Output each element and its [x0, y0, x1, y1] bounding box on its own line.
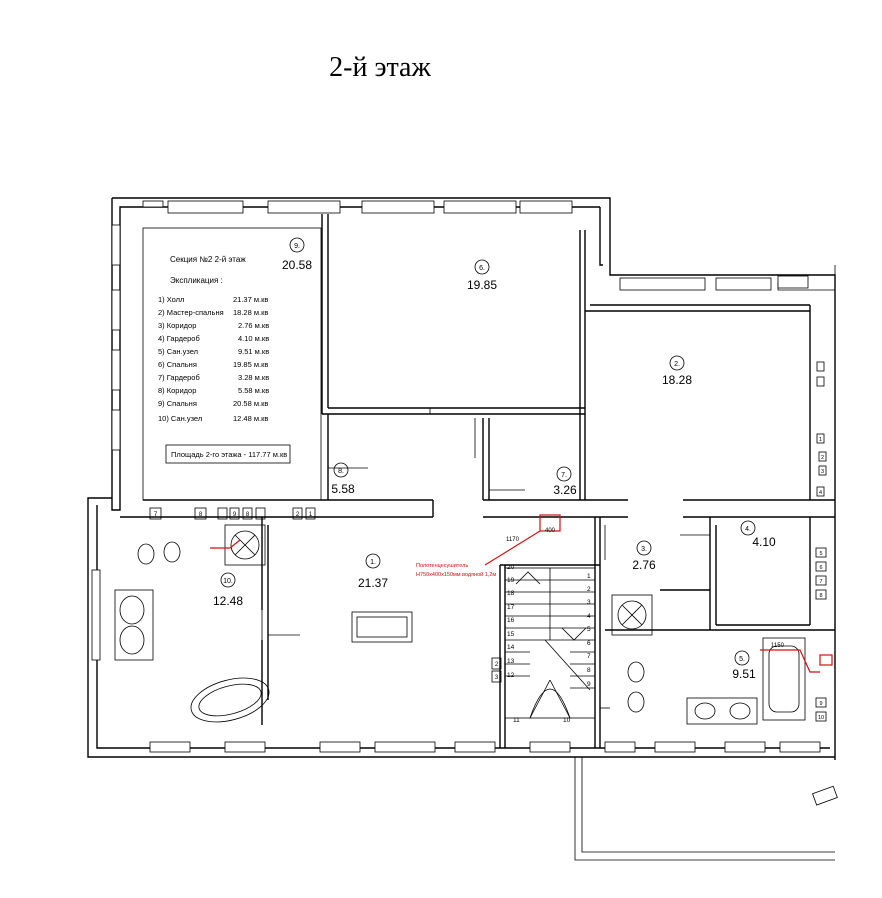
room-number: 10. [223, 578, 233, 585]
legend-row-name: 4) Гардероб [158, 334, 200, 343]
stair-step: 11 [513, 717, 520, 724]
legend-row-area: 19.85 м.кв [233, 360, 268, 369]
room-number: 9. [294, 243, 300, 250]
legend-row-name: 10) Сан.узел [158, 414, 202, 423]
column-mark: 3 [495, 675, 499, 681]
column-mark: 7 [819, 579, 822, 585]
stair-step: 2 [587, 586, 591, 593]
room-number: 7. [561, 472, 567, 479]
legend-row-area: 3.28 м.кв [238, 373, 269, 382]
legend-row-area: 5.58 м.кв [238, 386, 269, 395]
stair-step: 16 [507, 617, 515, 624]
room-number: 6. [479, 265, 485, 272]
column-mark: 7 [154, 512, 158, 518]
staircase [504, 567, 596, 719]
room-number: 2. [674, 361, 680, 368]
dimension-1150: 1150 [771, 643, 785, 649]
room-labels: 1. 21.37 2. 18.28 3. 2.76 4. 4.10 5. 9.5… [213, 237, 776, 681]
room-area: 3.26 [553, 483, 577, 497]
column-mark: 8 [246, 512, 250, 518]
stair-step: 3 [587, 599, 591, 606]
stair-step: 4 [587, 613, 591, 620]
heater-note-line1: Полотенцесушитель [416, 563, 468, 569]
room-area: 19.85 [467, 278, 497, 292]
column-mark: 2 [495, 662, 499, 668]
column-mark: 3 [821, 469, 824, 475]
column-mark: 9 [233, 512, 237, 518]
dimension-1170: 1170 [506, 537, 520, 543]
room-number: 1. [370, 559, 376, 566]
stair-step: 19 [507, 577, 515, 584]
room-number: 8. [338, 468, 344, 475]
legend-total: Площадь 2-го этажа - 117.77 м.кв [171, 450, 287, 459]
legend-row-area: 9.51 м.кв [238, 347, 269, 356]
column-mark: 2 [296, 512, 300, 518]
column-mark: 6 [819, 565, 822, 571]
stair-step: 18 [507, 590, 515, 597]
legend-row-name: 2) Мастер-спальня [158, 308, 224, 317]
column-mark: 5 [819, 551, 822, 557]
column-mark: 10 [818, 715, 824, 721]
fixtures [114, 524, 806, 725]
outer-walls [87, 197, 836, 861]
column-mark: 2 [821, 455, 824, 461]
legend-row-name: 9) Спальня [158, 399, 197, 408]
legend-row-area: 18.28 м.кв [233, 308, 268, 317]
room-area: 21.37 [358, 576, 388, 590]
room-area: 12.48 [213, 594, 243, 608]
stair-step: 10 [563, 717, 571, 724]
column-marks: 7 8 9 8 2 1 2 3 1 2 3 4 5 6 7 8 9 [149, 361, 827, 722]
column-mark: 4 [819, 490, 822, 496]
stair-step: 14 [507, 644, 515, 651]
legend-row-name: 5) Сан.узел [158, 347, 198, 356]
stair-step-numbers: 20 19 18 17 16 15 14 13 12 1 2 3 4 5 6 7… [507, 564, 591, 724]
column-mark: 1 [819, 437, 822, 443]
legend-subheading: Экспликация : [170, 276, 223, 285]
column-mark: 8 [819, 593, 822, 599]
annotations: Полотенцесушитель H750x400x150мм водяной… [416, 528, 785, 649]
legend-row-name: 6) Спальня [158, 360, 197, 369]
column-mark: 9 [819, 701, 822, 707]
legend-row-area: 2.76 м.кв [238, 321, 269, 330]
room-area: 4.10 [752, 535, 776, 549]
dimension-400: 400 [545, 528, 556, 534]
legend-row-area: 21.37 м.кв [233, 295, 268, 304]
stair-step: 7 [587, 653, 591, 660]
stair-step: 8 [587, 667, 591, 674]
plan-title: 2-й этаж [329, 52, 431, 83]
legend-row-area: 20.58 м.кв [233, 399, 268, 408]
room-area: 5.58 [331, 482, 355, 496]
room-area: 2.76 [632, 558, 656, 572]
stair-step: 9 [587, 681, 591, 688]
legend-row-name: 3) Коридор [158, 321, 196, 330]
stair-step: 20 [507, 564, 515, 571]
windows [91, 200, 838, 806]
legend-row-name: 8) Коридор [158, 386, 196, 395]
column-mark: 1 [309, 512, 313, 518]
legend-row-name: 1) Холл [158, 295, 184, 304]
doors [261, 408, 760, 709]
room-number: 4. [745, 526, 751, 533]
legend-row-area: 12.48 м.кв [233, 414, 268, 423]
stair-step: 17 [507, 604, 515, 611]
column-mark: 8 [199, 512, 203, 518]
legend-row-name: 7) Гардероб [158, 373, 200, 382]
heater-annotation [210, 514, 833, 673]
room-area: 9.51 [732, 667, 756, 681]
room-area: 18.28 [662, 373, 692, 387]
stair-step: 1 [587, 573, 591, 580]
room-area: 20.58 [282, 258, 312, 272]
legend-heading: Секция №2 2-й этаж [170, 255, 246, 264]
stair-step: 12 [507, 672, 515, 679]
room-number: 3. [641, 546, 647, 553]
stair-step: 6 [587, 640, 591, 647]
stair-step: 5 [587, 626, 591, 633]
legend-row-area: 4.10 м.кв [238, 334, 269, 343]
heater-note-line2: H750x400x150мм водяной 1,2м [416, 571, 496, 578]
legend-box: Секция №2 2-й этаж Экспликация : 1) Холл… [142, 227, 322, 501]
room-number: 5. [739, 656, 745, 663]
stair-step: 13 [507, 658, 515, 665]
stair-step: 15 [507, 631, 515, 638]
